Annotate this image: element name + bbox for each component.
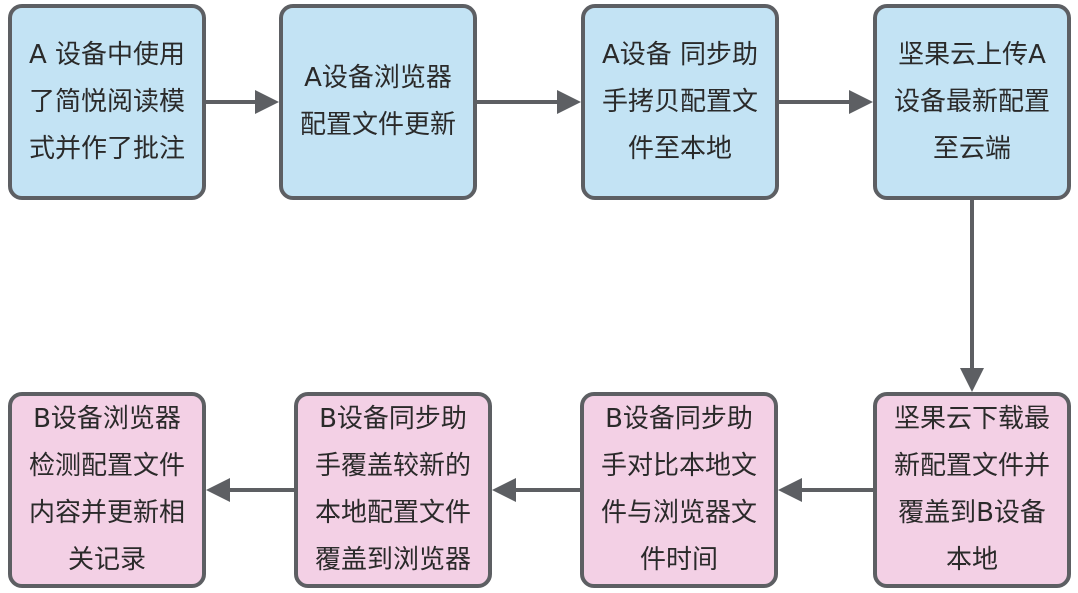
arrowhead-n7-n6: [492, 478, 516, 502]
arrowhead-n2-n3: [557, 90, 581, 114]
node-text-line: 内容并更新相: [28, 498, 185, 528]
node-b-browser-detect-update: B设备浏览器 检测配置文件 内容并更新相 关记录: [8, 392, 206, 588]
node-text-line: B设备浏览器: [33, 404, 181, 434]
arrowhead-n4-n8: [960, 368, 984, 392]
node-text-line: 手覆盖较新的: [314, 451, 471, 481]
node-a-reading-mode-annotate: A 设备中使用 了简悦阅读模 式并作了批注: [8, 4, 206, 200]
node-text-line: B设备同步助: [319, 404, 467, 434]
node-text-line: A 设备中使用: [28, 39, 186, 70]
node-text-line: 手对比本地文: [600, 451, 757, 481]
node-text-line: 检测配置文件: [28, 451, 185, 481]
node-text-line: 覆盖到浏览器: [314, 545, 471, 575]
node-text-line: A设备 同步助: [601, 39, 759, 70]
node-text-line: 式并作了批注: [28, 133, 185, 164]
node-text-line: 件时间: [639, 545, 718, 575]
node-text-line: 设备最新配置: [893, 86, 1050, 117]
node-text-line: 了简悦阅读模: [28, 86, 185, 117]
arrowhead-n3-n4: [849, 90, 873, 114]
node-text-line: 坚果云下载最: [893, 404, 1050, 434]
arrowhead-n1-n2: [255, 90, 279, 114]
node-text-line: 本地: [945, 545, 998, 575]
node-text-line: 覆盖到B设备: [898, 498, 1046, 528]
arrowhead-n6-n5: [206, 478, 230, 502]
node-text-line: 关记录: [67, 545, 146, 575]
node-text-line: 配置文件更新: [299, 110, 456, 140]
node-text-line: 件与浏览器文: [600, 498, 757, 528]
node-text-line: 新配置文件并: [893, 451, 1050, 481]
arrowhead-n8-n7: [778, 478, 802, 502]
node-text-line: 本地配置文件: [314, 498, 471, 528]
node-b-sync-overwrite-browser: B设备同步助 手覆盖较新的 本地配置文件 覆盖到浏览器: [294, 392, 492, 588]
node-cloud-download: 坚果云下载最 新配置文件并 覆盖到B设备 本地: [873, 392, 1071, 588]
node-text-line: 坚果云上传A: [898, 39, 1046, 70]
node-text-line: 至云端: [932, 133, 1011, 164]
node-cloud-upload: 坚果云上传A 设备最新配置 至云端: [873, 4, 1071, 200]
node-text-line: 手拷贝配置文: [601, 86, 758, 117]
node-text-line: B设备同步助: [605, 404, 753, 434]
node-b-sync-compare-time: B设备同步助 手对比本地文 件与浏览器文 件时间: [580, 392, 778, 588]
node-text-line: 件至本地: [627, 133, 732, 164]
node-a-sync-copy-local: A设备 同步助 手拷贝配置文 件至本地: [581, 4, 779, 200]
node-text-line: A设备浏览器: [304, 63, 452, 93]
node-a-browser-config-update: A设备浏览器 配置文件更新: [279, 4, 477, 200]
